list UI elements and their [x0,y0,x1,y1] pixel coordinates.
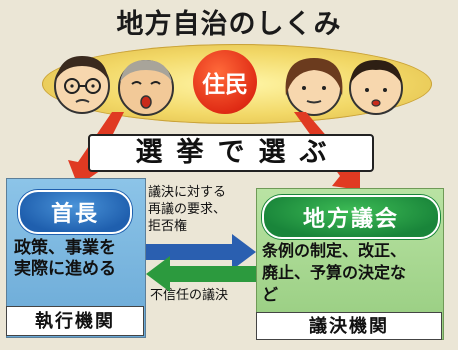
reconsideration-line: 拒否権 [148,219,188,234]
chief-footer: 執行機関 [6,306,144,336]
elderly-man-face [118,60,174,116]
citizens-label: 住民 [193,50,257,114]
election-text: 選挙で選ぶ [135,137,341,168]
woman-face [285,58,343,116]
chief-description-line: 実際に進める [14,259,116,279]
no-confidence-label: 不信任の議決 [150,288,229,303]
chief-title: 首長 [18,190,132,234]
girl-face [349,60,403,115]
page-title: 地方自治のしくみ [116,9,342,40]
assembly-description-line: 条例の制定、改正、 [262,241,407,260]
assembly-footer: 議決機関 [256,312,442,340]
reconsideration-label: 議決に対する 再議の要求、 拒否権 [148,184,258,235]
assembly-description: 条例の制定、改正、 廃止、予算の決定な ど [262,240,440,306]
reconsideration-line: 議決に対する [148,185,227,200]
election-box [88,134,374,172]
green-arrow-left [146,256,256,292]
man-glasses-face [54,56,110,114]
blue-arrow-right [146,234,256,270]
assembly-description-line: 廃止、予算の決定な [262,263,407,282]
reconsideration-line: 再議の要求、 [148,202,227,217]
assembly-description-line: ど [262,285,279,304]
assembly-title: 地方議会 [262,195,440,239]
chief-description: 政策、事業を 実際に進める [14,238,140,280]
chief-description-line: 政策、事業を [14,238,116,258]
